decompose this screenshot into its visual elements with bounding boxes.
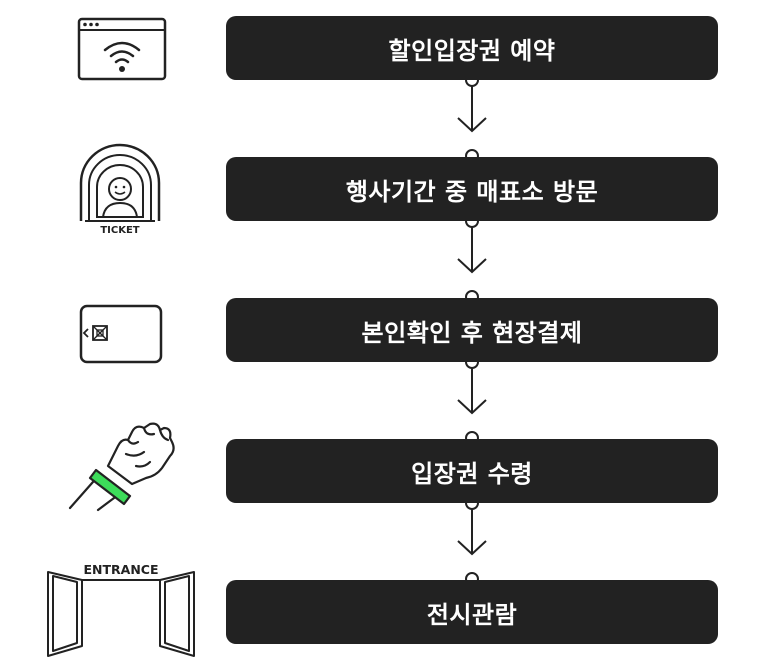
step-3-label: 본인확인 후 현장결제 [361, 318, 583, 347]
browser-wifi-icon [77, 17, 167, 81]
step-2-box: 행사기간 중 매표소 방문 [226, 157, 718, 221]
step-5-box: 전시관람 [226, 580, 718, 644]
step-1-box: 할인입장권 예약 [226, 16, 718, 80]
step-4-box: 입장권 수령 [226, 439, 718, 503]
card-icon [79, 304, 163, 364]
ticket-booth-icon: TICKET [79, 143, 161, 235]
wristband-icon [68, 422, 175, 512]
step-4-label: 입장권 수령 [411, 459, 533, 488]
step-1-label: 할인입장권 예약 [388, 36, 556, 65]
entrance-label: ENTRANCE [84, 562, 159, 577]
step-5-label: 전시관람 [426, 600, 518, 629]
step-3-box: 본인확인 후 현장결제 [226, 298, 718, 362]
step-2-label: 행사기간 중 매표소 방문 [345, 177, 599, 206]
ticket-label: TICKET [100, 225, 139, 235]
entrance-gate-icon: ENTRANCE [47, 562, 195, 657]
